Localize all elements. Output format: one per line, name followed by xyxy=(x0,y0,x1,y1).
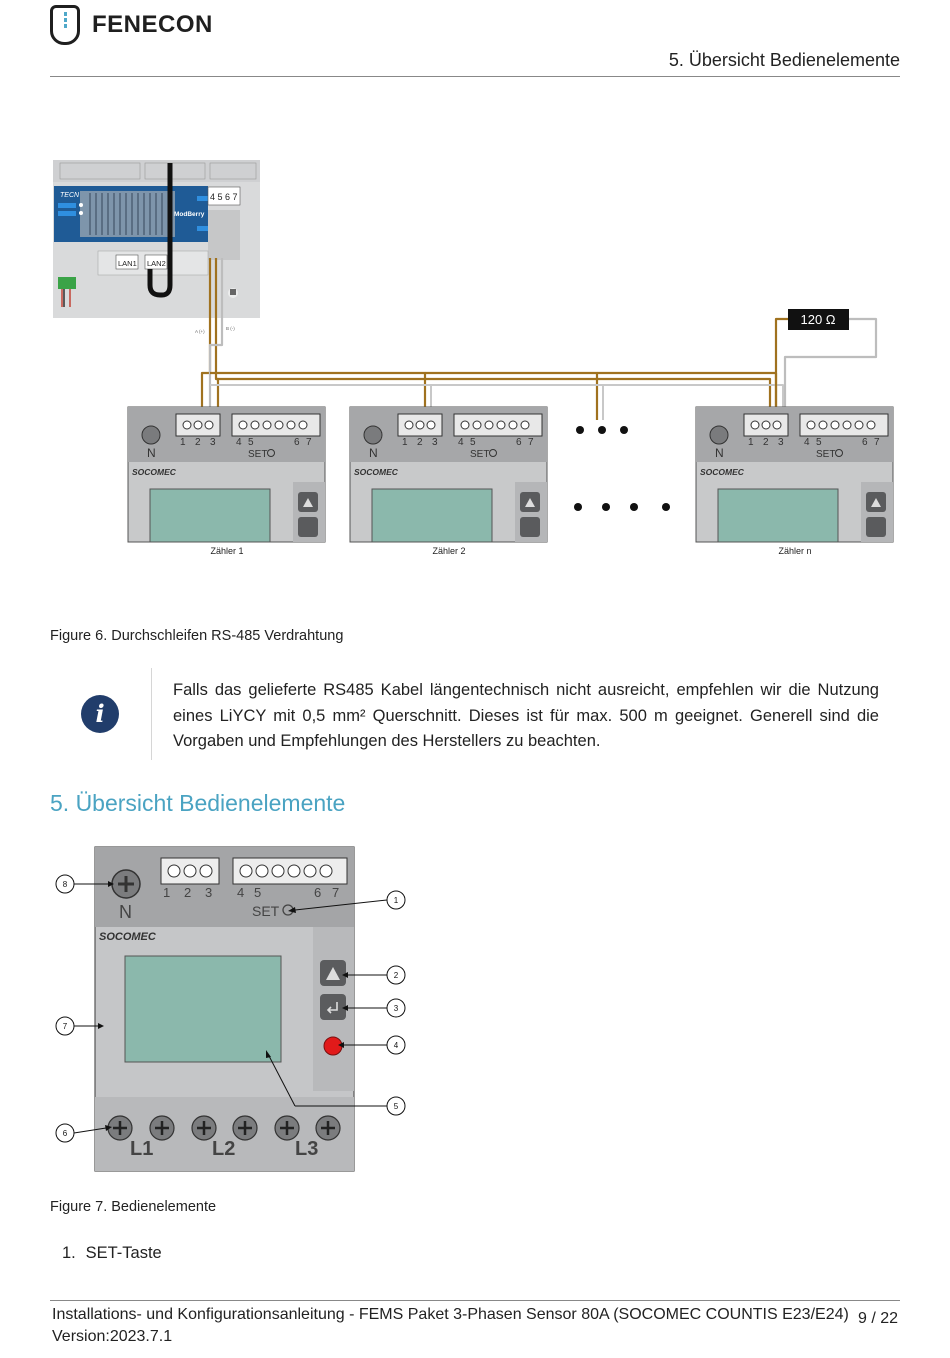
detail-terminal-3: 3 xyxy=(205,885,212,900)
meter-2-terminal-1: 1 xyxy=(402,437,408,448)
gateway-port-lan1: LAN1 xyxy=(118,259,137,268)
gateway-brand: TECN xyxy=(60,192,80,199)
meter-1-brand: SOCOMEC xyxy=(132,467,177,477)
meter-1-terminal-3: 3 xyxy=(210,437,216,448)
meter-2-terminal-n: N xyxy=(369,446,378,460)
callout-3: 3 xyxy=(394,1004,399,1013)
callout-7: 7 xyxy=(63,1022,68,1031)
meter-detail: N 1 2 3 4 5 6 7 SET SOCOMEC L1 L2 L3 xyxy=(94,846,355,1172)
wire-label-b: B (-) xyxy=(226,326,235,331)
meter-1-terminal-4: 4 xyxy=(236,437,242,448)
meter-1-terminal-n: N xyxy=(147,446,156,460)
footer-version: Version:2023.7.1 xyxy=(52,1328,173,1345)
footer-document-title: Installations- und Konfigurationsanleitu… xyxy=(52,1306,849,1323)
detail-terminal-7: 7 xyxy=(332,885,339,900)
gateway-module-label: ModBerry xyxy=(174,211,205,218)
callout-6: 6 xyxy=(63,1129,68,1138)
meter-1-terminal-2: 2 xyxy=(195,437,201,448)
meter-n-terminal-5: 5 xyxy=(816,437,822,448)
meter-n-terminal-1: 1 xyxy=(748,437,754,448)
meter-n: N 1 2 3 4 5 6 7 SET SOCOMEC xyxy=(695,406,894,543)
meter-label-2: Zähler 2 xyxy=(432,546,465,556)
callout-markers: 8 1 2 3 4 5 7 6 xyxy=(55,874,406,1143)
phase-label-l2: L2 xyxy=(212,1138,235,1160)
meter-1: N 1 2 3 4 5 6 7 SET SOCOMEC xyxy=(127,406,326,543)
meter-n-terminal-6: 6 xyxy=(862,437,868,448)
detail-terminal-n: N xyxy=(119,902,132,922)
figure-7-caption: Figure 7. Bedienelemente xyxy=(50,1199,217,1215)
fenecon-logo: FENECON xyxy=(50,5,213,45)
detail-terminal-1: 1 xyxy=(163,885,170,900)
meter-n-terminal-3: 3 xyxy=(778,437,784,448)
meter-n-set-label: SET xyxy=(816,449,835,460)
logo-text: FENECON xyxy=(92,11,213,38)
meter-n-terminal-4: 4 xyxy=(804,437,810,448)
meter-label-1: Zähler 1 xyxy=(210,546,243,556)
meter-n-terminal-n: N xyxy=(715,446,724,460)
meter-1-terminal-5: 5 xyxy=(248,437,254,448)
detail-brand: SOCOMEC xyxy=(99,931,157,943)
figure-6-wiring-diagram: TECN ModBerry 4 5 6 7 LAN1 LAN2 A (+) B … xyxy=(53,160,894,556)
note-admonition: i Falls das gelieferte RS485 Kabel länge… xyxy=(50,668,900,760)
gateway-port-lan2: LAN2 xyxy=(147,259,166,268)
header-divider xyxy=(50,76,900,77)
page-number: 9 / 22 xyxy=(857,1310,898,1327)
info-icon: i xyxy=(81,695,119,733)
ellipsis-dots xyxy=(574,426,670,511)
meter-1-set-label: SET xyxy=(248,449,267,460)
meter-1-terminal-1: 1 xyxy=(180,437,186,448)
meter-n-brand: SOCOMEC xyxy=(700,467,745,477)
detail-terminal-5: 5 xyxy=(254,885,261,900)
phase-label-l3: L3 xyxy=(295,1138,318,1160)
meter-2-terminal-6: 6 xyxy=(516,437,522,448)
callout-arrowheads xyxy=(98,881,348,1131)
callout-8: 8 xyxy=(63,880,68,889)
meter-label-n: Zähler n xyxy=(778,546,811,556)
termination-resistor xyxy=(788,309,849,330)
callout-1: 1 xyxy=(394,896,399,905)
list-item: 1. SET-Taste xyxy=(62,1244,162,1263)
detail-terminal-6: 6 xyxy=(314,885,321,900)
callout-5: 5 xyxy=(394,1102,399,1111)
meter-2-terminal-5: 5 xyxy=(470,437,476,448)
meter-2-terminal-4: 4 xyxy=(458,437,464,448)
meter-2-set-label: SET xyxy=(470,449,489,460)
meter-1-terminal-7: 7 xyxy=(306,437,312,448)
meter-n-terminal-7: 7 xyxy=(874,437,880,448)
detail-terminal-2: 2 xyxy=(184,885,191,900)
admonition-divider xyxy=(151,668,152,760)
meter-n-terminal-2: 2 xyxy=(763,437,769,448)
resistor-label: 120 Ω xyxy=(800,312,835,327)
gateway-photo: TECN ModBerry 4 5 6 7 LAN1 LAN2 xyxy=(53,160,260,318)
detail-terminal-4: 4 xyxy=(237,885,244,900)
list-item-number: 1. xyxy=(62,1244,76,1262)
callout-2: 2 xyxy=(394,971,399,980)
detail-set-label: SET xyxy=(252,903,280,919)
note-text: Falls das gelieferte RS485 Kabel längent… xyxy=(173,681,879,750)
footer-divider xyxy=(50,1300,900,1301)
meter-2: N 1 2 3 4 5 6 7 SET SOCOMEC xyxy=(349,406,548,543)
callout-leaders xyxy=(73,883,388,1134)
meter-2-brand: SOCOMEC xyxy=(354,467,399,477)
phase-label-l1: L1 xyxy=(130,1138,153,1160)
meter-1-terminal-6: 6 xyxy=(294,437,300,448)
callout-4: 4 xyxy=(394,1041,399,1050)
figure-6-caption: Figure 6. Durchschleifen RS-485 Verdraht… xyxy=(50,628,344,644)
section-title: 5. Übersicht Bedienelemente xyxy=(50,790,346,816)
meter-2-terminal-7: 7 xyxy=(528,437,534,448)
fenecon-logo-icon xyxy=(50,5,80,45)
list-item-text: SET-Taste xyxy=(85,1244,162,1262)
meter-2-terminal-2: 2 xyxy=(417,437,423,448)
running-head: 5. Übersicht Bedienelemente xyxy=(668,50,900,70)
figure-7-operating-elements: N 1 2 3 4 5 6 7 SET SOCOMEC L1 L2 L3 xyxy=(55,846,406,1172)
rs485-wires xyxy=(200,258,878,420)
gateway-terminal-numbers: 4 5 6 7 xyxy=(210,192,238,202)
wire-label-a: A (+) xyxy=(195,329,205,334)
meter-2-terminal-3: 3 xyxy=(432,437,438,448)
